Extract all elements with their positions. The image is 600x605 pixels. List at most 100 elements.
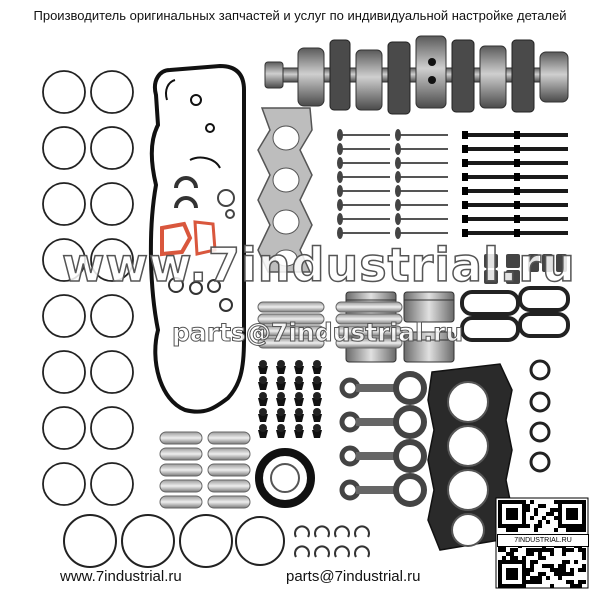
valve-stem-seal	[258, 398, 268, 406]
footer-website-link[interactable]: www.7industrial.ru	[60, 568, 182, 585]
qr-module	[510, 552, 514, 556]
seal-top	[259, 424, 267, 432]
bolt-head	[514, 187, 520, 195]
connecting-rods	[339, 371, 427, 507]
qr-module	[534, 528, 538, 532]
qr-module	[534, 548, 538, 552]
piston-ring	[42, 350, 86, 394]
bolt-head	[514, 215, 520, 223]
seal-top	[295, 408, 303, 416]
qr-module	[546, 520, 550, 524]
piston-ring	[42, 126, 86, 170]
qr-module	[558, 564, 562, 568]
main-bearing-shell	[159, 479, 203, 493]
qr-module	[578, 568, 582, 572]
valve-stem-seal	[258, 414, 268, 422]
qr-module	[582, 568, 586, 572]
footer-email-link[interactable]: parts@7industrial.ru	[286, 568, 421, 585]
seal-top	[313, 392, 321, 400]
rod-beam	[356, 486, 398, 494]
circlip	[314, 525, 330, 538]
rod-small-end	[339, 411, 361, 433]
qr-module	[550, 552, 554, 556]
qr-module	[570, 580, 574, 584]
head-bolt	[518, 147, 568, 151]
qr-module	[582, 580, 586, 584]
crankshaft	[264, 35, 569, 115]
qr-module	[582, 564, 586, 568]
cylinder-head-gasket	[427, 363, 513, 551]
valve-stem-seal	[258, 366, 268, 374]
seal-top	[277, 424, 285, 432]
valve-head	[337, 171, 343, 183]
main-bearing-shell	[207, 447, 251, 461]
piston-ring	[42, 462, 86, 506]
qr-module	[530, 516, 534, 520]
qr-module	[558, 568, 562, 572]
qr-module	[538, 576, 542, 580]
qr-module	[582, 528, 586, 532]
qr-module	[530, 564, 534, 568]
head-bolt	[518, 161, 568, 165]
qr-module	[530, 568, 534, 572]
valve-head	[395, 171, 401, 183]
qr-module	[546, 512, 550, 516]
qr-module	[530, 552, 534, 556]
qr-module	[526, 580, 530, 584]
valve-stem-seal	[294, 398, 304, 406]
qr-module	[566, 572, 570, 576]
valve-stem-seal	[294, 414, 304, 422]
seal-top	[295, 376, 303, 384]
bearing-shell	[335, 337, 403, 349]
valve-stem-seal	[276, 398, 286, 406]
valve-head	[395, 143, 401, 155]
qr-module	[554, 516, 558, 520]
qr-module	[562, 564, 566, 568]
circlip	[334, 545, 350, 558]
bearing-shell	[257, 325, 325, 337]
main-bearing-shell	[207, 431, 251, 445]
qr-module	[578, 580, 582, 584]
qr-module	[526, 508, 530, 512]
qr-finder-core	[566, 508, 578, 520]
valve-stem-seal	[312, 398, 322, 406]
bearing-shell	[335, 301, 403, 313]
rod-big-end	[393, 439, 427, 473]
qr-module	[526, 568, 530, 572]
qr-module	[578, 528, 582, 532]
bolt-head	[462, 145, 468, 153]
main-bearing-shell	[207, 463, 251, 477]
qr-module	[542, 516, 546, 520]
qr-module	[550, 512, 554, 516]
bolt-head	[462, 187, 468, 195]
qr-module	[550, 584, 554, 588]
piston-pin-circlips	[294, 525, 370, 558]
o-rings	[529, 359, 551, 473]
lifter	[506, 270, 520, 284]
qr-module	[522, 556, 526, 560]
valve-head	[395, 129, 401, 141]
qr-module	[510, 528, 514, 532]
header-title: Производитель оригинальных запчастей и у…	[33, 8, 567, 23]
qr-module	[542, 564, 546, 568]
qr-module	[582, 552, 586, 556]
qr-module	[578, 548, 582, 552]
bolt-head	[462, 229, 468, 237]
bolt-head	[462, 215, 468, 223]
valve-head	[337, 227, 343, 239]
lifters-set	[484, 254, 567, 284]
lifter	[528, 254, 539, 272]
piston-ring	[42, 294, 86, 338]
seal-top	[277, 392, 285, 400]
qr-label: 7INDUSTRIAL.RU	[497, 534, 589, 547]
rod-small-end	[339, 377, 361, 399]
head-bolt	[518, 217, 568, 221]
qr-module	[566, 528, 570, 532]
bolt-head	[462, 159, 468, 167]
qr-module	[566, 580, 570, 584]
main-bearing-shell	[207, 479, 251, 493]
qr-module	[542, 504, 546, 508]
exhaust-manifold-gasket	[257, 107, 313, 273]
bearing-shell	[257, 337, 325, 349]
qr-module	[546, 548, 550, 552]
